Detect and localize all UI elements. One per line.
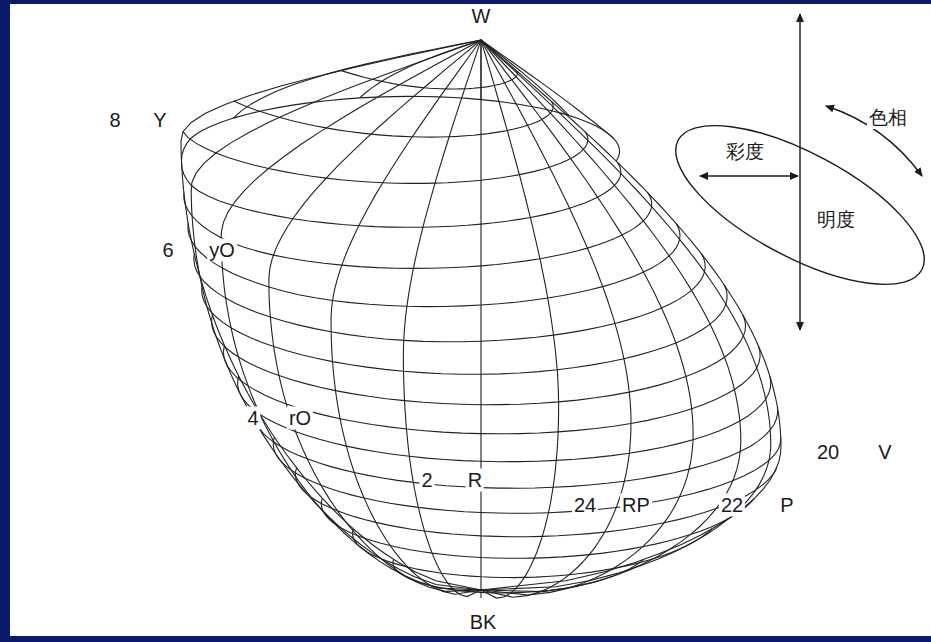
lightness-label: 明度 — [815, 209, 857, 231]
meridian-line — [481, 40, 559, 598]
latitude-line — [353, 529, 713, 578]
latitude-line — [238, 376, 771, 462]
hue-number: 24 — [572, 494, 598, 517]
hue-arrow — [826, 106, 922, 176]
latitude-line — [321, 498, 754, 558]
solid-grid — [181, 40, 781, 598]
latitude-line — [188, 223, 680, 306]
hue-label: yO — [207, 239, 237, 262]
hue-label: rO — [287, 407, 313, 430]
latitude-line — [194, 254, 705, 342]
meridian-line — [481, 40, 693, 595]
latitude-line — [212, 315, 746, 405]
latitude-line — [393, 559, 644, 593]
axis-key — [654, 14, 931, 330]
hue-number: 6 — [160, 239, 175, 262]
latitude-line — [341, 71, 517, 89]
meridian-line — [481, 40, 741, 592]
hue-label: R — [466, 469, 484, 492]
chroma-arrow — [700, 175, 798, 176]
latitude-line — [184, 193, 652, 269]
cap-rim — [182, 96, 620, 161]
hue-label: Y — [151, 109, 168, 132]
hue-label: RP — [620, 494, 652, 517]
meridian-line — [221, 40, 481, 590]
hue-label: V — [876, 441, 893, 464]
hue-label: P — [778, 494, 795, 517]
meridian-line — [481, 40, 771, 590]
hue-number: 20 — [815, 441, 841, 464]
lightness-axis — [799, 14, 800, 330]
meridian-line — [403, 40, 481, 597]
latitude-line — [202, 284, 727, 374]
meridian-line — [181, 40, 481, 590]
hue-number: 8 — [107, 109, 122, 132]
latitude-line — [183, 132, 588, 184]
meridian-line — [191, 40, 481, 590]
back-meridian — [233, 40, 481, 118]
hue-number: 22 — [719, 494, 745, 517]
meridian-line — [480, 40, 481, 598]
hue-number: 4 — [245, 407, 260, 430]
hue-number: 2 — [419, 469, 434, 492]
hue-ellipse — [654, 94, 931, 315]
base-label: BK — [468, 611, 499, 634]
back-meridian — [481, 40, 613, 138]
chroma-label: 彩度 — [724, 141, 766, 163]
latitude-line — [224, 346, 761, 434]
latitude-line — [273, 437, 781, 513]
latitude-line — [254, 407, 778, 489]
apex-label: W — [470, 5, 493, 28]
hue-key-label: 色相 — [867, 107, 909, 129]
latitude-line — [295, 468, 776, 537]
latitude-line — [182, 162, 621, 227]
